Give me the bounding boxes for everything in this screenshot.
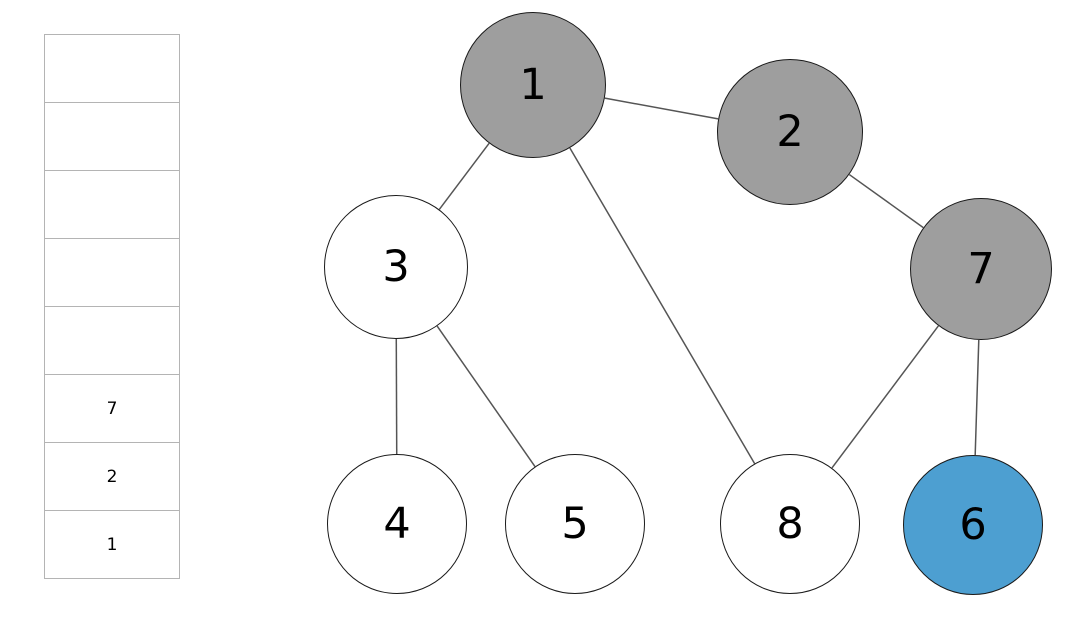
graph-node-5[interactable]: 5 [505, 454, 645, 594]
graph-node-label: 3 [382, 241, 410, 292]
graph-edge-7-6 [974, 339, 980, 456]
graph-node-7[interactable]: 7 [910, 198, 1052, 340]
graph-edge-2-7 [848, 173, 924, 229]
graph-node-label: 2 [776, 106, 804, 157]
graph-edge-3-5 [436, 325, 536, 467]
stack-row [44, 34, 180, 103]
stack-row [44, 170, 180, 239]
graph-edge-1-2 [604, 97, 719, 120]
graph-edge-1-3 [438, 142, 490, 210]
graph-node-3[interactable]: 3 [324, 195, 468, 339]
stack-row: 2 [44, 442, 180, 511]
graph-node-8[interactable]: 8 [720, 454, 860, 594]
graph-edge-1-8 [569, 147, 756, 464]
graph-node-4[interactable]: 4 [327, 454, 467, 594]
graph-node-label: 1 [519, 59, 547, 110]
stack-row: 1 [44, 510, 180, 579]
graph-edge-7-8 [831, 325, 940, 469]
graph-node-label: 4 [383, 498, 411, 549]
graph-node-6[interactable]: 6 [903, 455, 1043, 595]
graph-node-label: 6 [959, 499, 987, 550]
graph-node-2[interactable]: 2 [717, 59, 863, 205]
stack-cell[interactable]: 2 [44, 442, 180, 511]
graph-node-label: 8 [776, 498, 804, 549]
graph-node-label: 7 [967, 243, 995, 294]
stack-cell[interactable] [44, 34, 180, 103]
stack-cell[interactable]: 7 [44, 374, 180, 443]
graph-node-1[interactable]: 1 [460, 12, 606, 158]
stack-row: 7 [44, 374, 180, 443]
stack-cell[interactable] [44, 170, 180, 239]
stack-cell[interactable]: 1 [44, 510, 180, 579]
graph-node-label: 5 [561, 498, 589, 549]
